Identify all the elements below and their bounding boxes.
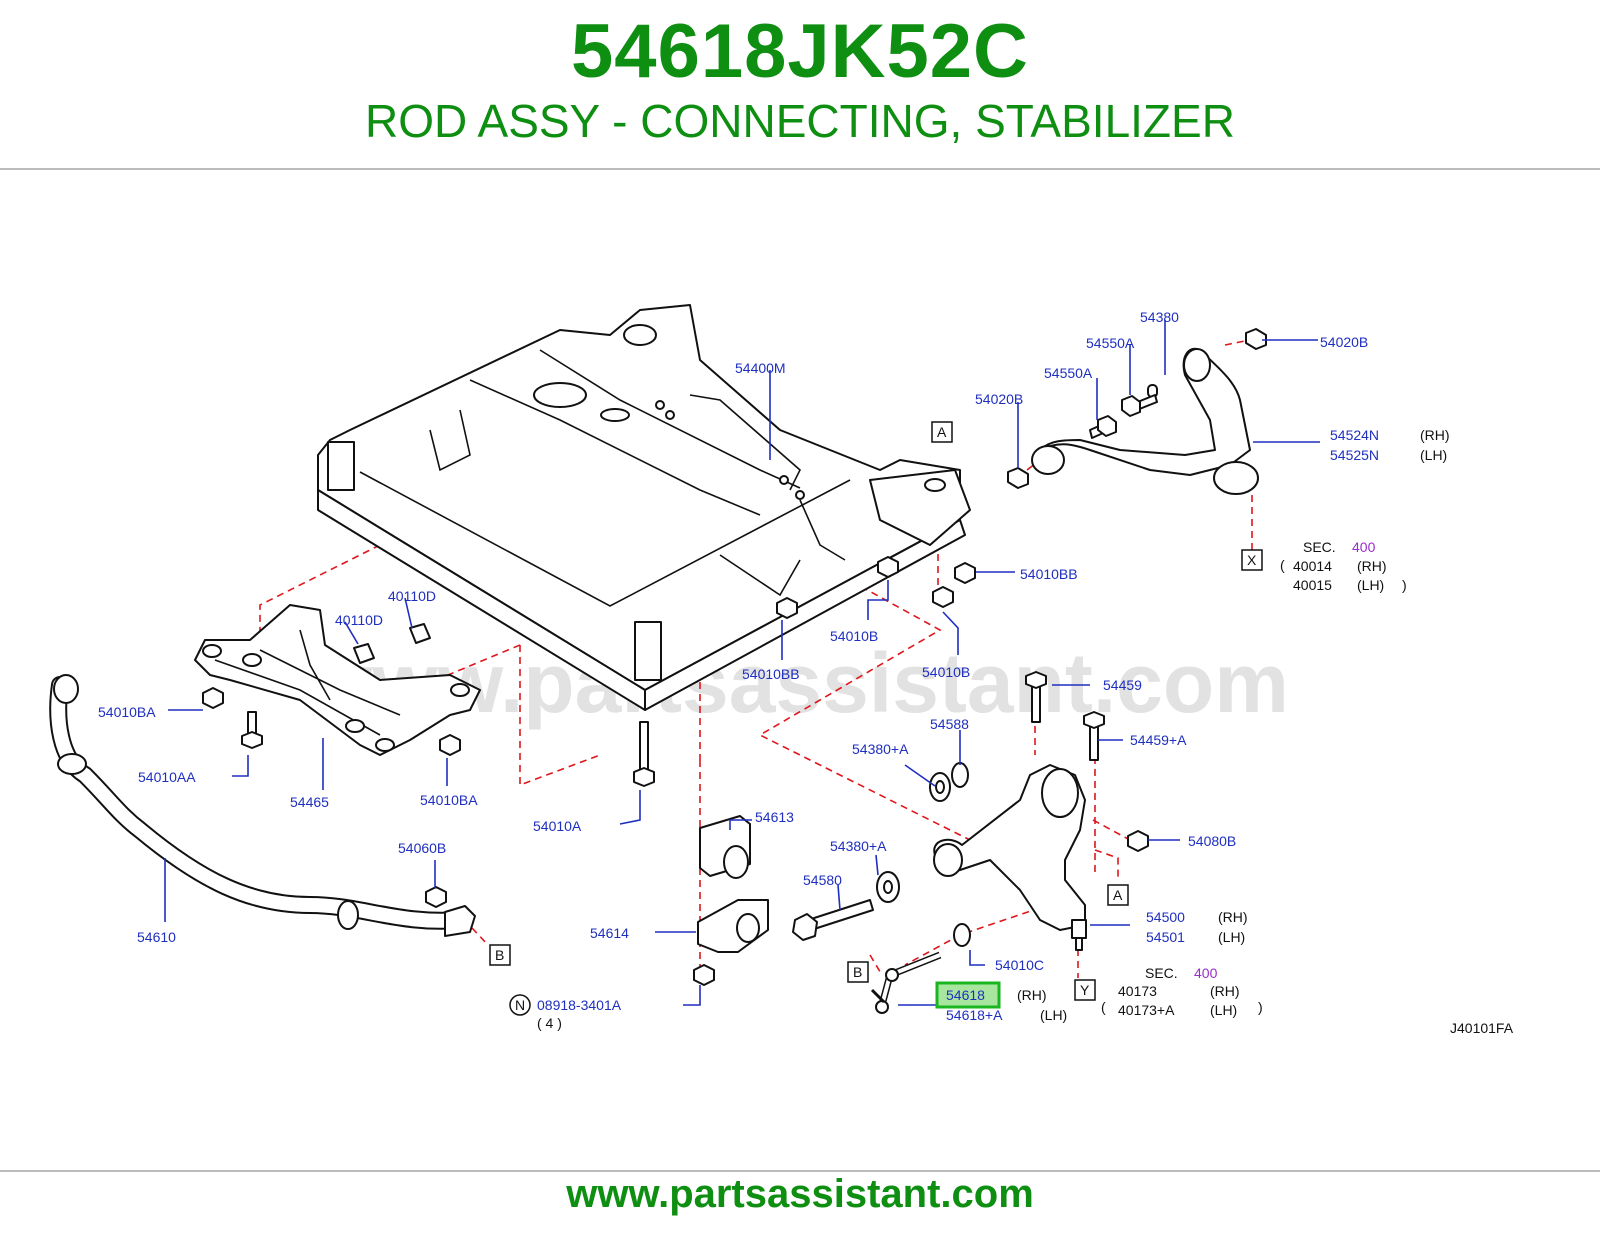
callout-54550A-upper[interactable]: 54550A bbox=[1086, 335, 1135, 351]
reference-boxes: A A B B X Y bbox=[489, 421, 1263, 1001]
callout-54618[interactable]: 54618 bbox=[946, 987, 985, 1003]
highlight-box bbox=[935, 981, 1001, 1009]
ref-y: Y bbox=[1080, 982, 1090, 998]
callout-40110D-upper[interactable]: 40110D bbox=[388, 588, 436, 604]
ref-box-b-bar bbox=[489, 944, 511, 966]
callout-54610[interactable]: 54610 bbox=[137, 929, 176, 945]
paren-close-1: ) bbox=[1402, 577, 1407, 593]
watermark-text: www.partsassistant.com bbox=[306, 636, 1289, 730]
callout-54020B-right[interactable]: 54020B bbox=[1320, 334, 1368, 350]
ref-box-x bbox=[1241, 549, 1263, 571]
diagram-code: J40101FA bbox=[1450, 1020, 1514, 1036]
callout-40173A[interactable]: 40173+A bbox=[1118, 1002, 1175, 1018]
callout-54613[interactable]: 54613 bbox=[755, 809, 794, 825]
callout-40015[interactable]: 40015 bbox=[1293, 577, 1332, 593]
footer-divider bbox=[0, 1170, 1600, 1172]
ref-box-a-bottom bbox=[1107, 884, 1129, 906]
ref-box-b-rod bbox=[847, 961, 869, 983]
callout-54500[interactable]: 54500 bbox=[1146, 909, 1185, 925]
side-rh-54524N: (RH) bbox=[1420, 427, 1450, 443]
callout-54010B-left[interactable]: 54010B bbox=[830, 628, 878, 644]
ref-b-rod: B bbox=[853, 964, 862, 980]
callout-08918-3401A[interactable]: 08918-3401A bbox=[537, 997, 622, 1013]
callout-40014[interactable]: 40014 bbox=[1293, 558, 1332, 574]
callout-54010AA[interactable]: 54010AA bbox=[138, 769, 196, 785]
side-lh-40015: (LH) bbox=[1357, 577, 1384, 593]
side-lh-54525N: (LH) bbox=[1420, 447, 1447, 463]
callout-54525N[interactable]: 54525N bbox=[1330, 447, 1379, 463]
qty-note: ( 4 ) bbox=[537, 1015, 562, 1031]
side-rh-54618: (RH) bbox=[1017, 987, 1047, 1003]
paren-open-1: ( bbox=[1280, 557, 1285, 573]
callout-54010A[interactable]: 54010A bbox=[533, 818, 582, 834]
callout-54010B-right[interactable]: 54010B bbox=[922, 664, 970, 680]
callout-54588[interactable]: 54588 bbox=[930, 716, 969, 732]
paren-open-2: ( bbox=[1101, 999, 1106, 1015]
callout-54010C[interactable]: 54010C bbox=[995, 957, 1044, 973]
callout-54080B[interactable]: 54080B bbox=[1188, 833, 1236, 849]
fastener-drawings bbox=[202, 328, 1267, 986]
bushing-bracket-drawing bbox=[697, 815, 769, 953]
callout-54459[interactable]: 54459 bbox=[1103, 677, 1142, 693]
sec-label-2: SEC. bbox=[1145, 965, 1178, 981]
callout-54010BB-lower[interactable]: 54010BB bbox=[742, 666, 800, 682]
callout-54501[interactable]: 54501 bbox=[1146, 929, 1185, 945]
callout-54380A-upper[interactable]: 54380+A bbox=[852, 741, 909, 757]
side-rh-54500: (RH) bbox=[1218, 909, 1248, 925]
callout-54060B[interactable]: 54060B bbox=[398, 840, 446, 856]
ref-a-bottom: A bbox=[1113, 887, 1123, 903]
stabilizer-bar-drawing bbox=[49, 674, 476, 937]
ref-box-a-top bbox=[931, 421, 953, 443]
callout-54380A-lower[interactable]: 54380+A bbox=[830, 838, 887, 854]
sec-number-2[interactable]: 400 bbox=[1194, 965, 1218, 981]
callout-54010BA-right[interactable]: 54010BA bbox=[420, 792, 478, 808]
callout-54010BA-left[interactable]: 54010BA bbox=[98, 704, 156, 720]
header-divider bbox=[0, 168, 1600, 170]
sec-label-1: SEC. bbox=[1303, 539, 1336, 555]
ref-a-top: A bbox=[937, 424, 947, 440]
callout-40110D-lower[interactable]: 40110D bbox=[335, 612, 383, 628]
ref-x: X bbox=[1247, 552, 1257, 568]
ref-b-bar: B bbox=[495, 947, 504, 963]
side-lh-54618A: (LH) bbox=[1040, 1007, 1067, 1023]
callout-54524N[interactable]: 54524N bbox=[1330, 427, 1379, 443]
part-number-title: 54618JK52C bbox=[571, 9, 1029, 94]
side-rh-40014: (RH) bbox=[1357, 558, 1387, 574]
callout-54550A-lower[interactable]: 54550A bbox=[1044, 365, 1093, 381]
circled-n-marker bbox=[509, 994, 531, 1016]
callout-54465[interactable]: 54465 bbox=[290, 794, 329, 810]
footer-url[interactable]: www.partsassistant.com bbox=[566, 1172, 1034, 1216]
callout-54618A[interactable]: 54618+A bbox=[946, 1007, 1003, 1023]
upper-arm-drawing bbox=[1031, 347, 1259, 495]
callout-54400M[interactable]: 54400M bbox=[735, 360, 786, 376]
side-lh-40173A: (LH) bbox=[1210, 1002, 1237, 1018]
sec-number-1[interactable]: 400 bbox=[1352, 539, 1376, 555]
circled-n-text: N bbox=[515, 997, 525, 1013]
side-rh-40173: (RH) bbox=[1210, 983, 1240, 999]
callout-labels: 54400M 54380 54550A 54550A 54020B 54020B… bbox=[98, 309, 1514, 1036]
callout-54580[interactable]: 54580 bbox=[803, 872, 842, 888]
callout-54614[interactable]: 54614 bbox=[590, 925, 629, 941]
stay-54465-drawing bbox=[194, 604, 481, 756]
callout-54380[interactable]: 54380 bbox=[1140, 309, 1179, 325]
side-lh-54501: (LH) bbox=[1218, 929, 1245, 945]
lower-link-drawing bbox=[933, 764, 1087, 951]
connecting-rod-drawing bbox=[870, 951, 942, 1014]
callout-54020B-left[interactable]: 54020B bbox=[975, 391, 1023, 407]
ref-box-y bbox=[1074, 979, 1096, 1001]
paren-close-2: ) bbox=[1258, 999, 1263, 1015]
callout-54010BB-right[interactable]: 54010BB bbox=[1020, 566, 1078, 582]
callout-54459A[interactable]: 54459+A bbox=[1130, 732, 1187, 748]
callout-40173[interactable]: 40173 bbox=[1118, 983, 1157, 999]
part-description: ROD ASSY - CONNECTING, STABILIZER bbox=[365, 95, 1235, 147]
